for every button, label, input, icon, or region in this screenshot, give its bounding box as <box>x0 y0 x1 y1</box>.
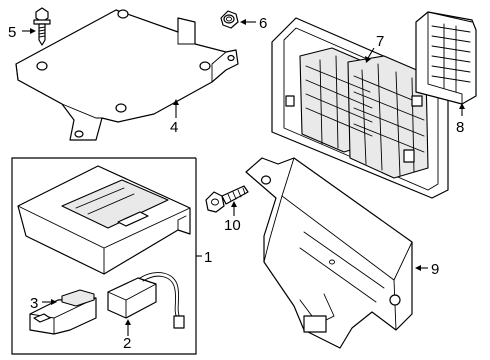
callout-2: 2 <box>123 335 131 352</box>
large-control-module-icon <box>245 157 413 349</box>
nut-icon <box>220 10 239 29</box>
connector-module-icon <box>415 11 477 105</box>
control-module-assembly-icon <box>17 165 191 275</box>
callout-10: 10 <box>224 217 241 234</box>
callout-4: 4 <box>170 119 178 136</box>
callout-7: 7 <box>376 33 384 50</box>
callout-8: 8 <box>456 119 464 136</box>
holder-clip-icon <box>29 289 97 335</box>
callout-3: 3 <box>30 295 38 312</box>
callout-9: 9 <box>431 261 439 278</box>
bolt-icon <box>33 7 51 46</box>
sensor-with-wire-icon <box>107 272 185 329</box>
callout-5: 5 <box>8 24 16 41</box>
callout-6: 6 <box>259 15 267 32</box>
callout-1: 1 <box>204 249 212 266</box>
screw-icon <box>205 185 249 213</box>
module-cover-icon <box>271 17 449 199</box>
assembly-frame <box>11 157 202 355</box>
mounting-bracket-icon <box>15 9 239 141</box>
